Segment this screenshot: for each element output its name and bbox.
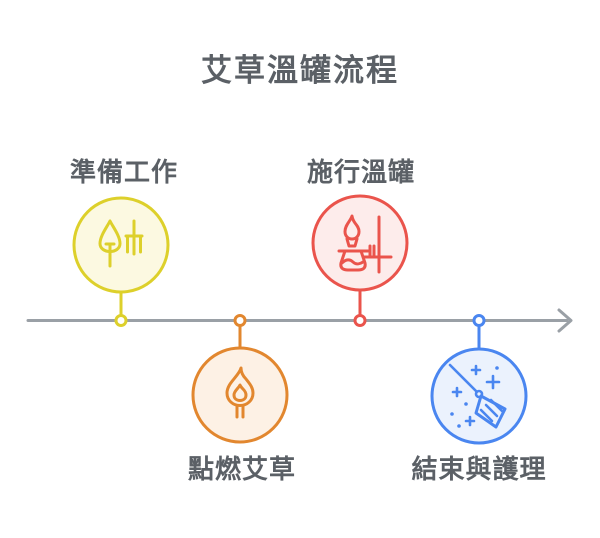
node-dot <box>233 314 247 327</box>
timeline-node-2 <box>191 314 289 444</box>
node-dot <box>472 314 486 327</box>
node-dot <box>353 314 367 327</box>
page-title: 艾草溫罐流程 <box>201 53 399 88</box>
node-circle <box>191 346 289 444</box>
node-label-2: 點燃艾草 <box>187 454 297 484</box>
node-label-4: 結束與護理 <box>411 454 547 484</box>
node-label-3: 施行溫罐 <box>306 157 416 187</box>
broom-sparkles-icon <box>448 363 507 429</box>
arrow-right-icon <box>557 308 573 333</box>
timeline-node-4 <box>430 314 528 445</box>
node-circle <box>311 194 409 292</box>
garden-tools-icon <box>98 219 144 268</box>
timeline-node-1 <box>72 196 170 327</box>
burner-stand-icon <box>337 214 393 274</box>
match-flame-icon <box>225 366 255 419</box>
node-dot <box>114 314 128 327</box>
timeline-node-3 <box>311 194 409 327</box>
node-label-1: 準備工作 <box>69 157 179 187</box>
